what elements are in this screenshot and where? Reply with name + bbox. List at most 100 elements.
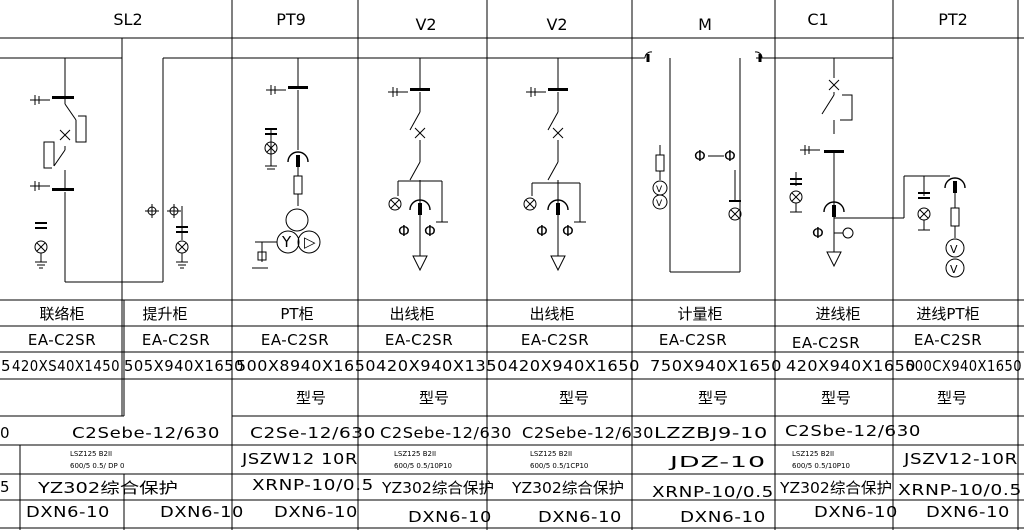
ct2-col5: 600/5 0.5/1CP10	[530, 462, 588, 470]
name-col5: 出线柜	[529, 305, 574, 323]
header-col3: PT9	[276, 10, 306, 29]
dim-col4: 420X940X1350	[376, 357, 508, 375]
name-col6: 计量柜	[677, 305, 722, 323]
breaker-col6: LZZBJ9-10	[654, 424, 768, 442]
protection-col4: YZ302综合保护	[381, 479, 494, 497]
model-col1: EA-C2SR	[28, 331, 96, 349]
dim-col6: 750X940X1650	[650, 357, 782, 375]
name-col1: 联络柜	[39, 305, 84, 323]
type-label-col8: 型号	[937, 389, 967, 407]
svg-text:Φ: Φ	[536, 222, 548, 240]
breaker-col3: C2Se-12/630	[250, 424, 376, 442]
earthing-col1: DXN6-10	[26, 503, 110, 521]
svg-text:Φ: Φ	[694, 147, 706, 165]
header-col1: SL2	[113, 10, 142, 29]
earthing-col8: DXN6-10	[926, 503, 1010, 521]
ct-col3: JSZW12 10R	[241, 450, 358, 468]
breaker-left-cut: 0	[0, 424, 10, 442]
model-col3: EA-C2SR	[261, 331, 329, 349]
header-col6: M	[698, 15, 712, 34]
svg-text:V: V	[656, 185, 663, 195]
breaker-col2: C2Sebe-12/630	[72, 424, 220, 442]
model-col5: EA-C2SR	[521, 331, 589, 349]
header-col7: C1	[807, 10, 828, 29]
svg-text:V: V	[950, 263, 958, 276]
symbol-col1	[30, 95, 87, 269]
name-col8: 进线PT柜	[916, 305, 979, 323]
header-col4: V2	[415, 15, 436, 34]
ct1-col7: LSZ125 B2II	[792, 450, 834, 458]
main-bus-wiring	[0, 38, 893, 416]
model-col4: EA-C2SR	[385, 331, 453, 349]
ct-col8: JSZV12-10R	[903, 450, 1018, 468]
breaker-col5: C2Sebe-12/630	[522, 424, 654, 442]
type-label-col6: 型号	[698, 389, 728, 407]
ct2-col7: 600/5 0.5/10P10	[792, 462, 850, 470]
dim-col5: 420X940X1650	[508, 357, 640, 375]
type-label-col5: 型号	[559, 389, 589, 407]
row-type-label: 型号 型号 型号 型号 型号 型号	[296, 389, 967, 407]
svg-text:Φ: Φ	[398, 222, 410, 240]
ct1-col1: LSZ125 B2II	[70, 450, 112, 458]
symbol-col8: V V	[917, 176, 966, 278]
symbol-col2	[145, 204, 189, 269]
header-col5: V2	[546, 15, 567, 34]
row-ct: LSZ125 B2II 600/5 0.5/ DP 0 JSZW12 10R L…	[70, 450, 1018, 471]
protection-col3: XRNP-10/0.5	[252, 476, 374, 494]
model-col2: EA-C2SR	[142, 331, 210, 349]
symbol-col7: Φ	[789, 58, 950, 268]
type-label-col7: 型号	[821, 389, 851, 407]
dim-col3: 500X8940X1650	[236, 357, 376, 375]
row-protection: 5 YZ302综合保护 XRNP-10/0.5 YZ302综合保护 YZ302综…	[0, 476, 1022, 501]
name-col4: 出线柜	[389, 305, 434, 323]
earthing-col5: DXN6-10	[538, 508, 622, 526]
symbol-col3: Y ▷	[252, 58, 321, 269]
name-col2: 提升柜	[142, 305, 187, 323]
row-breaker: 0 C2Sebe-12/630 C2Se-12/630 C2Sebe-12/63…	[0, 422, 921, 442]
row-earthing: DXN6-10 DXN6-10 DXN6-10 DXN6-10 DXN6-10 …	[26, 503, 1010, 526]
protection-left-cut: 5	[0, 478, 10, 496]
model-col7: EA-C2SR	[792, 334, 860, 352]
type-label-col3: 型号	[296, 389, 326, 407]
svg-text:V: V	[950, 243, 958, 256]
dim-col8: 500CX940X1650	[906, 357, 1022, 375]
breaker-col7: C2Sbe-12/630	[785, 422, 921, 440]
earthing-col2: DXN6-10	[160, 503, 244, 521]
breaker-col4: C2Sebe-12/630	[380, 424, 512, 442]
model-col8: EA-C2SR	[914, 331, 982, 349]
row-dimensions: 5 420XS40X1450 505X940X1650 500X8940X165…	[1, 357, 1022, 375]
ct2-col4: 600/5 0.5/10P10	[394, 462, 452, 470]
dim-col7: 420X940X1650	[786, 357, 916, 375]
ct1-col4: LSZ125 B2II	[394, 450, 436, 458]
row-model: EA-C2SR EA-C2SR EA-C2SR EA-C2SR EA-C2SR …	[28, 331, 982, 352]
svg-text:Φ: Φ	[562, 222, 574, 240]
dim-left-cut: 5	[1, 357, 11, 375]
svg-text:Φ: Φ	[424, 222, 436, 240]
earthing-col3: DXN6-10	[274, 503, 358, 521]
header-col8: PT2	[938, 10, 968, 29]
column-headers: SL2 PT9 V2 V2 M C1 PT2	[113, 10, 967, 34]
svg-text:V: V	[656, 199, 663, 209]
ct-col6: JDZ-10	[668, 453, 766, 471]
dim-col2: 505X940X1650	[124, 357, 244, 375]
svg-text:Φ: Φ	[812, 224, 824, 242]
symbol-col5: Φ Φ	[523, 58, 586, 272]
ct1-col5: LSZ125 B2II	[530, 450, 572, 458]
dim-col1: 420XS40X1450	[12, 357, 120, 375]
protection-col6: XRNP-10/0.5	[652, 483, 774, 501]
earthing-col7: DXN6-10	[814, 503, 898, 521]
earthing-col4: DXN6-10	[408, 508, 492, 526]
ct2-col1: 600/5 0.5/ DP 0	[70, 462, 124, 470]
name-col7: 进线柜	[815, 305, 860, 323]
svg-text:Y: Y	[281, 233, 292, 251]
row-cabinet-names: 联络柜 提升柜 PT柜 出线柜 出线柜 计量柜 进线柜 进线PT柜	[39, 305, 979, 323]
protection-col1: YZ302综合保护	[37, 479, 178, 497]
svg-text:Φ: Φ	[724, 147, 736, 165]
protection-col7: YZ302综合保护	[779, 479, 892, 497]
name-col3: PT柜	[280, 305, 313, 323]
protection-col5: YZ302综合保护	[511, 479, 624, 497]
type-label-col4: 型号	[419, 389, 449, 407]
protection-col8: XRNP-10/0.5	[898, 481, 1022, 499]
